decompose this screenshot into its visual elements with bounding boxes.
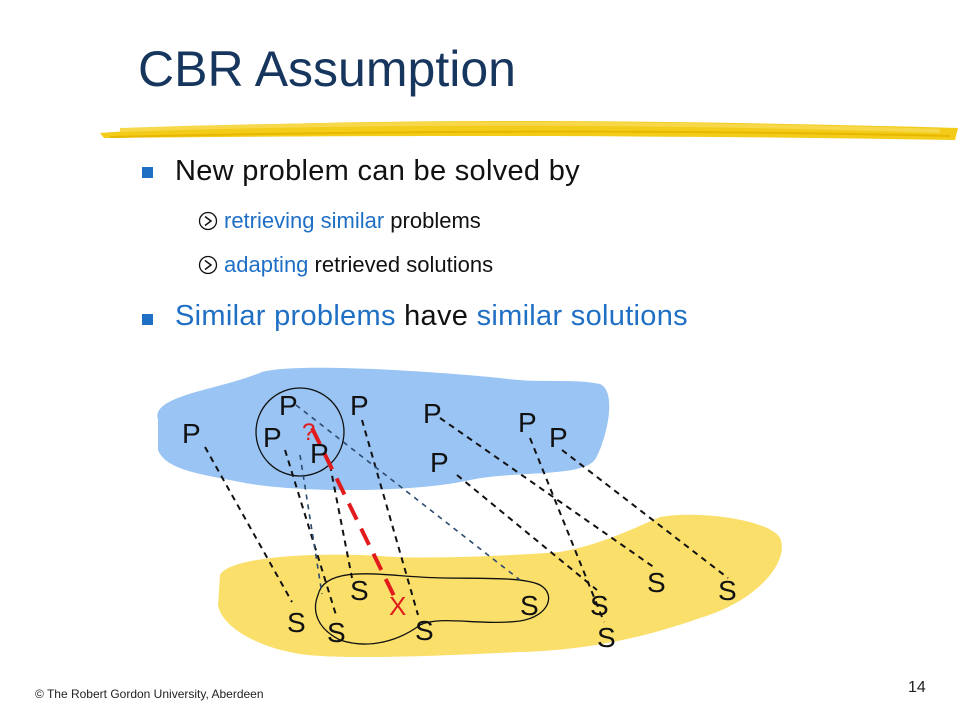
solution-label: S xyxy=(647,567,666,598)
bullet-text-have: have xyxy=(395,300,477,332)
solution-label: S xyxy=(520,590,539,621)
mapping-line xyxy=(456,474,598,591)
highlight-similar-solutions: similar solutions xyxy=(476,300,688,332)
footer-copyright: © The Robert Gordon University, Aberdeen xyxy=(35,687,264,701)
solution-label: S xyxy=(718,575,737,606)
title-underline-brushstroke xyxy=(100,121,958,140)
problem-label: P xyxy=(182,418,201,449)
adapted-solution-mark: X xyxy=(389,591,406,621)
retrieval-circle xyxy=(255,387,345,477)
bullet-text: New problem can be solved by xyxy=(175,155,580,187)
problem-label: P xyxy=(430,447,449,478)
problem-space-region xyxy=(157,367,610,491)
mapping-lines xyxy=(204,417,729,623)
mapping-line xyxy=(561,449,729,579)
subbullet-adapting: adapting retrieved solutions xyxy=(224,252,493,278)
mapping-line xyxy=(204,446,293,603)
mapping-line xyxy=(284,449,337,616)
retrieval-line xyxy=(299,454,323,595)
problem-label: P xyxy=(350,390,369,421)
problem-label: P xyxy=(263,422,282,453)
solution-neighborhood-outline xyxy=(314,573,550,645)
page-number: 14 xyxy=(908,679,926,696)
highlight-adapting: adapting xyxy=(224,252,309,277)
problem-label: P xyxy=(518,407,537,438)
bullet-text-similar: Similar problems have similar solutions xyxy=(175,300,688,333)
solution-space-region xyxy=(218,514,782,658)
solution-label: S xyxy=(287,607,306,638)
slide-title: CBR Assumption xyxy=(138,41,516,97)
highlight-similar: similar xyxy=(320,208,385,233)
problem-label: P xyxy=(423,398,442,429)
mapping-line xyxy=(329,464,353,579)
mapping-line xyxy=(361,419,419,616)
solution-label: S xyxy=(415,615,434,646)
bullet-square xyxy=(142,167,153,178)
retrieval-lines xyxy=(295,404,521,595)
chevron-circle-icon xyxy=(198,255,218,275)
query-mark: ? xyxy=(302,419,315,446)
solution-label: S xyxy=(350,575,369,606)
solution-label: S xyxy=(590,590,609,621)
bullet-square xyxy=(142,314,153,325)
problem-label: P xyxy=(549,422,568,453)
solution-label: S xyxy=(327,617,346,648)
problem-label: P xyxy=(310,438,329,469)
subbullet-retrieving: retrieving similar problems xyxy=(224,208,481,234)
retrieval-line xyxy=(295,404,521,581)
mapping-line xyxy=(529,437,605,623)
sub-text-problems: problems xyxy=(384,208,481,233)
highlight-retrieving: retrieving xyxy=(224,208,315,233)
highlight-similar-problems: Similar problems xyxy=(175,300,396,332)
adaptation-line xyxy=(310,427,397,599)
solution-label: S xyxy=(597,622,616,653)
chevron-circle-icon xyxy=(198,211,218,231)
sub-text-retrieved-solutions: retrieved solutions xyxy=(308,252,494,277)
problem-label: P xyxy=(279,390,298,421)
